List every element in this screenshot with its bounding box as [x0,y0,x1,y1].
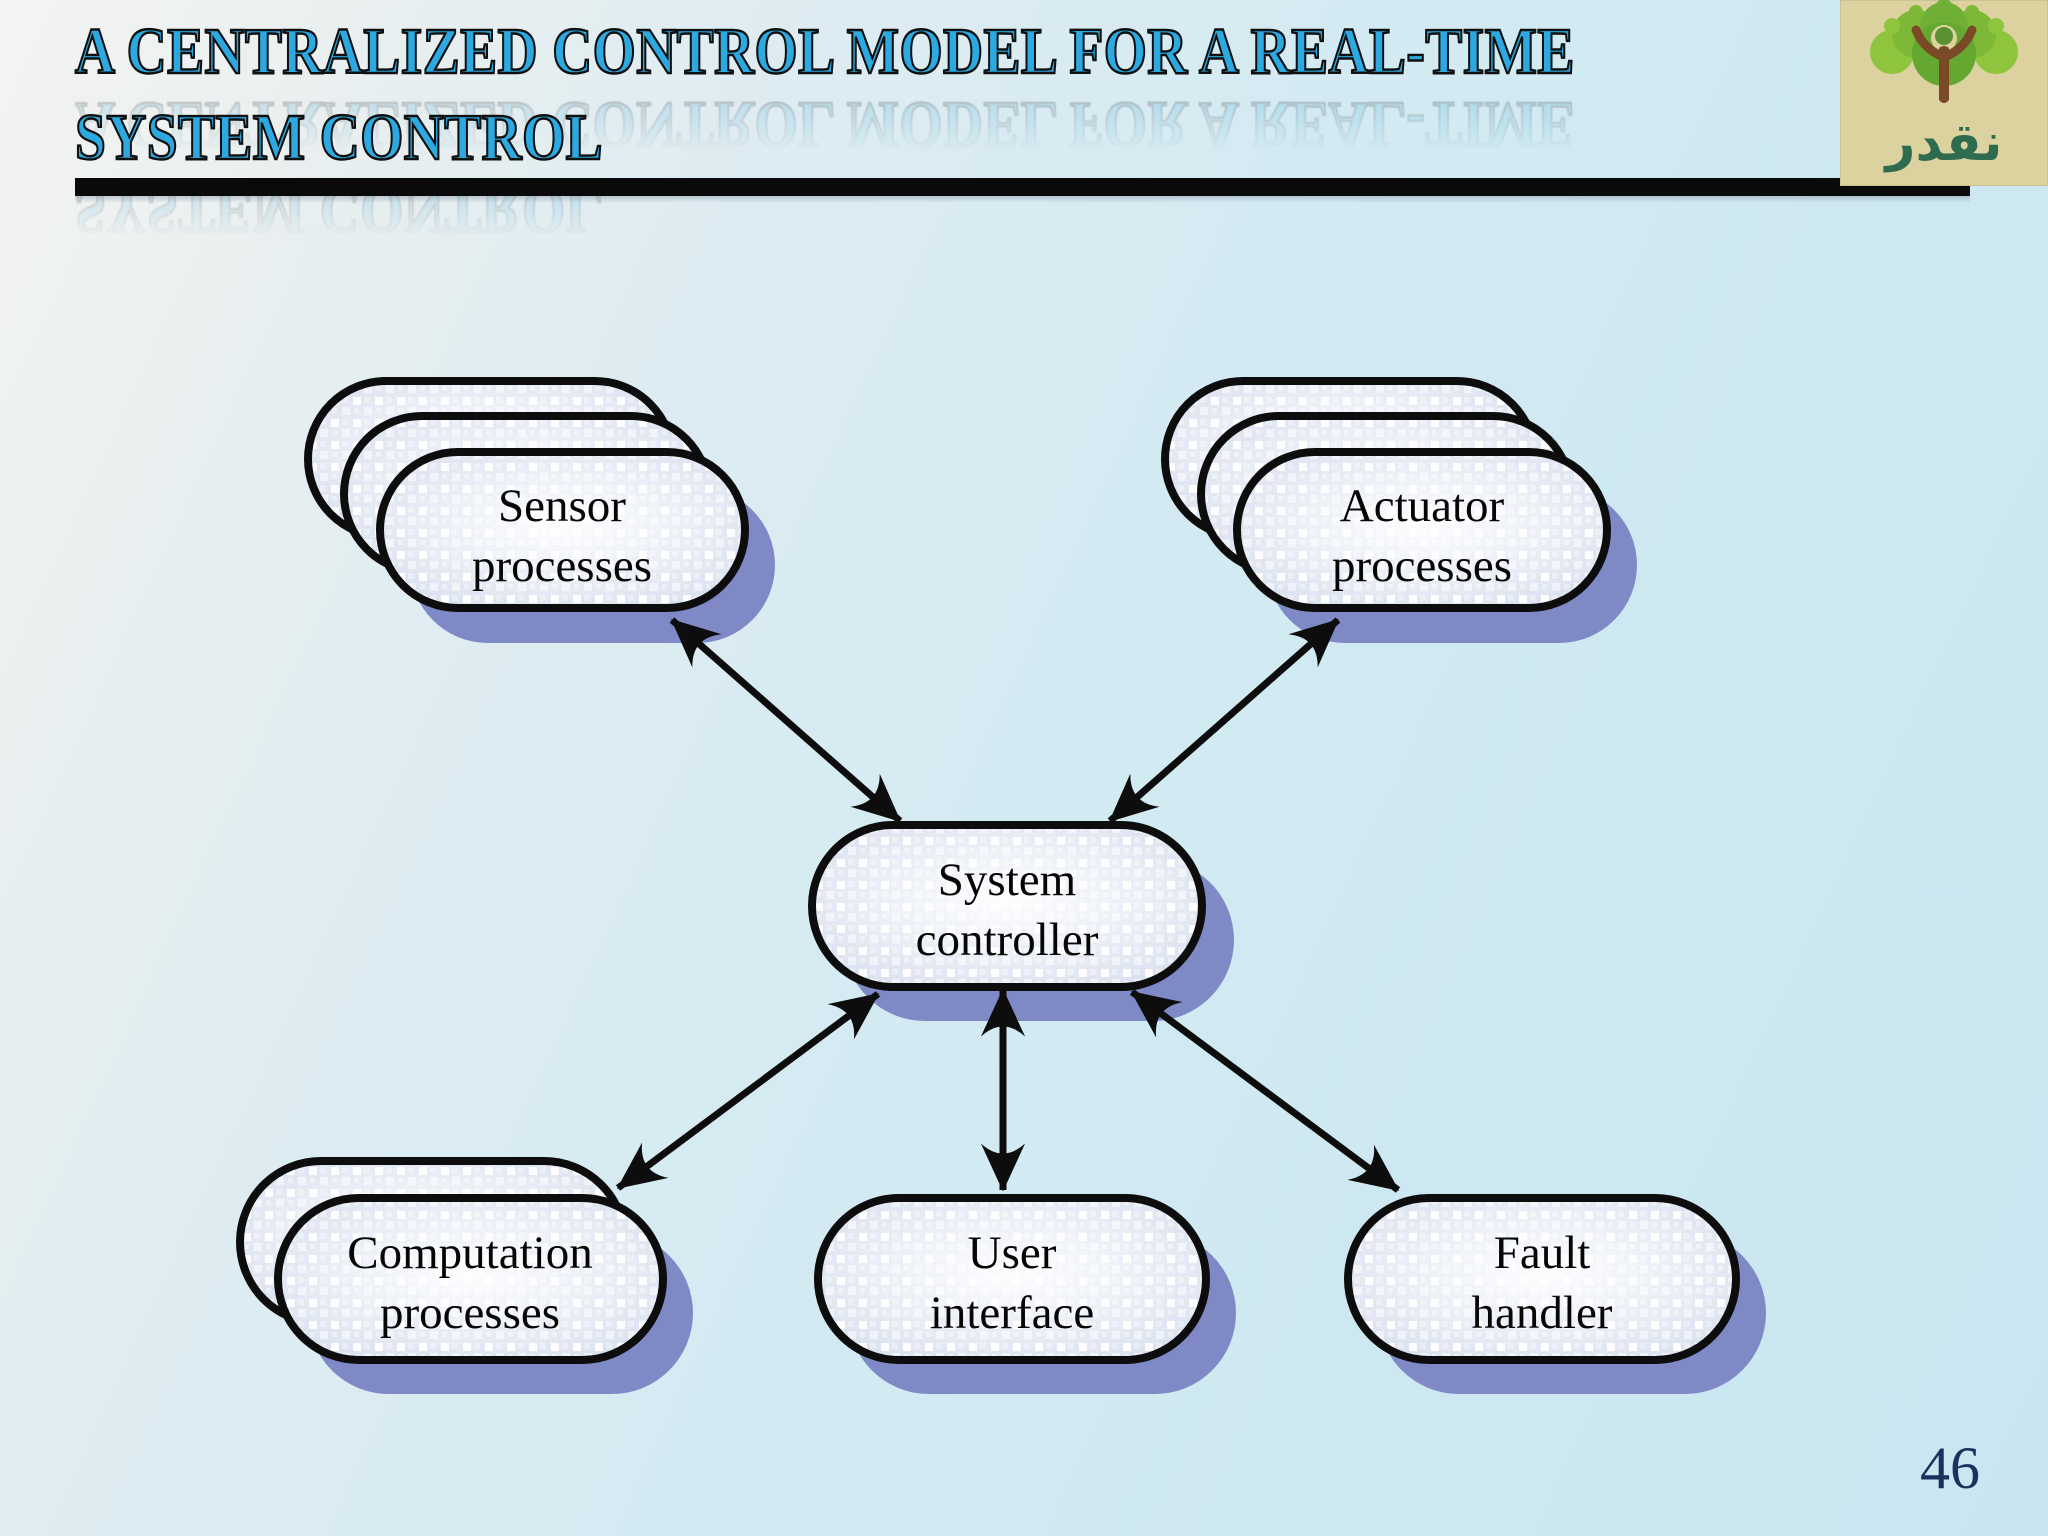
title-underline-bar [75,178,1970,196]
node-computation-processes: Computation processes [236,1157,693,1394]
node-label: interface [930,1287,1094,1339]
arrow-actuator-controller [1107,617,1341,824]
title-line-1: A CENTRALIZED CONTROL MODEL FOR A REAL-T… [74,14,1575,88]
tree-icon [1870,0,2018,103]
node-user-interface: User interface [814,1194,1236,1394]
node-label: processes [1332,540,1512,592]
node-label: Computation [347,1227,592,1279]
logo: نقدر [1840,0,2048,186]
title-line-2: SYSTEM CONTROL [74,100,604,174]
node-label: handler [1472,1287,1613,1339]
node-label: controller [916,914,1099,966]
node-label: Sensor [498,480,626,532]
node-body [814,1194,1210,1364]
node-label: User [968,1227,1057,1279]
node-label: processes [380,1287,560,1339]
logo-arabic-text: نقدر [1883,113,2003,173]
stack-layer-front [376,448,749,612]
node-body [1344,1194,1740,1364]
node-label: Fault [1494,1227,1591,1279]
arrow-faulthandler-controller [1129,989,1401,1193]
arrow-sensor-controller [669,617,903,824]
node-label: processes [472,540,652,592]
title-underline-shadow [75,196,1970,203]
node-label: Actuator [1340,480,1505,532]
stack-layer-front [1233,448,1611,612]
node-fault-handler: Fault handler [1344,1194,1766,1394]
node-system-controller: System controller [808,821,1234,1021]
stack-layer-front [274,1194,667,1364]
node-body [808,821,1206,991]
page-number: 46 [1920,1435,1980,1501]
node-actuator-processes: Actuator processes [1161,377,1637,643]
node-label: System [938,854,1076,906]
arrow-computation-controller [615,991,881,1191]
node-sensor-processes: Sensor processes [304,377,775,643]
